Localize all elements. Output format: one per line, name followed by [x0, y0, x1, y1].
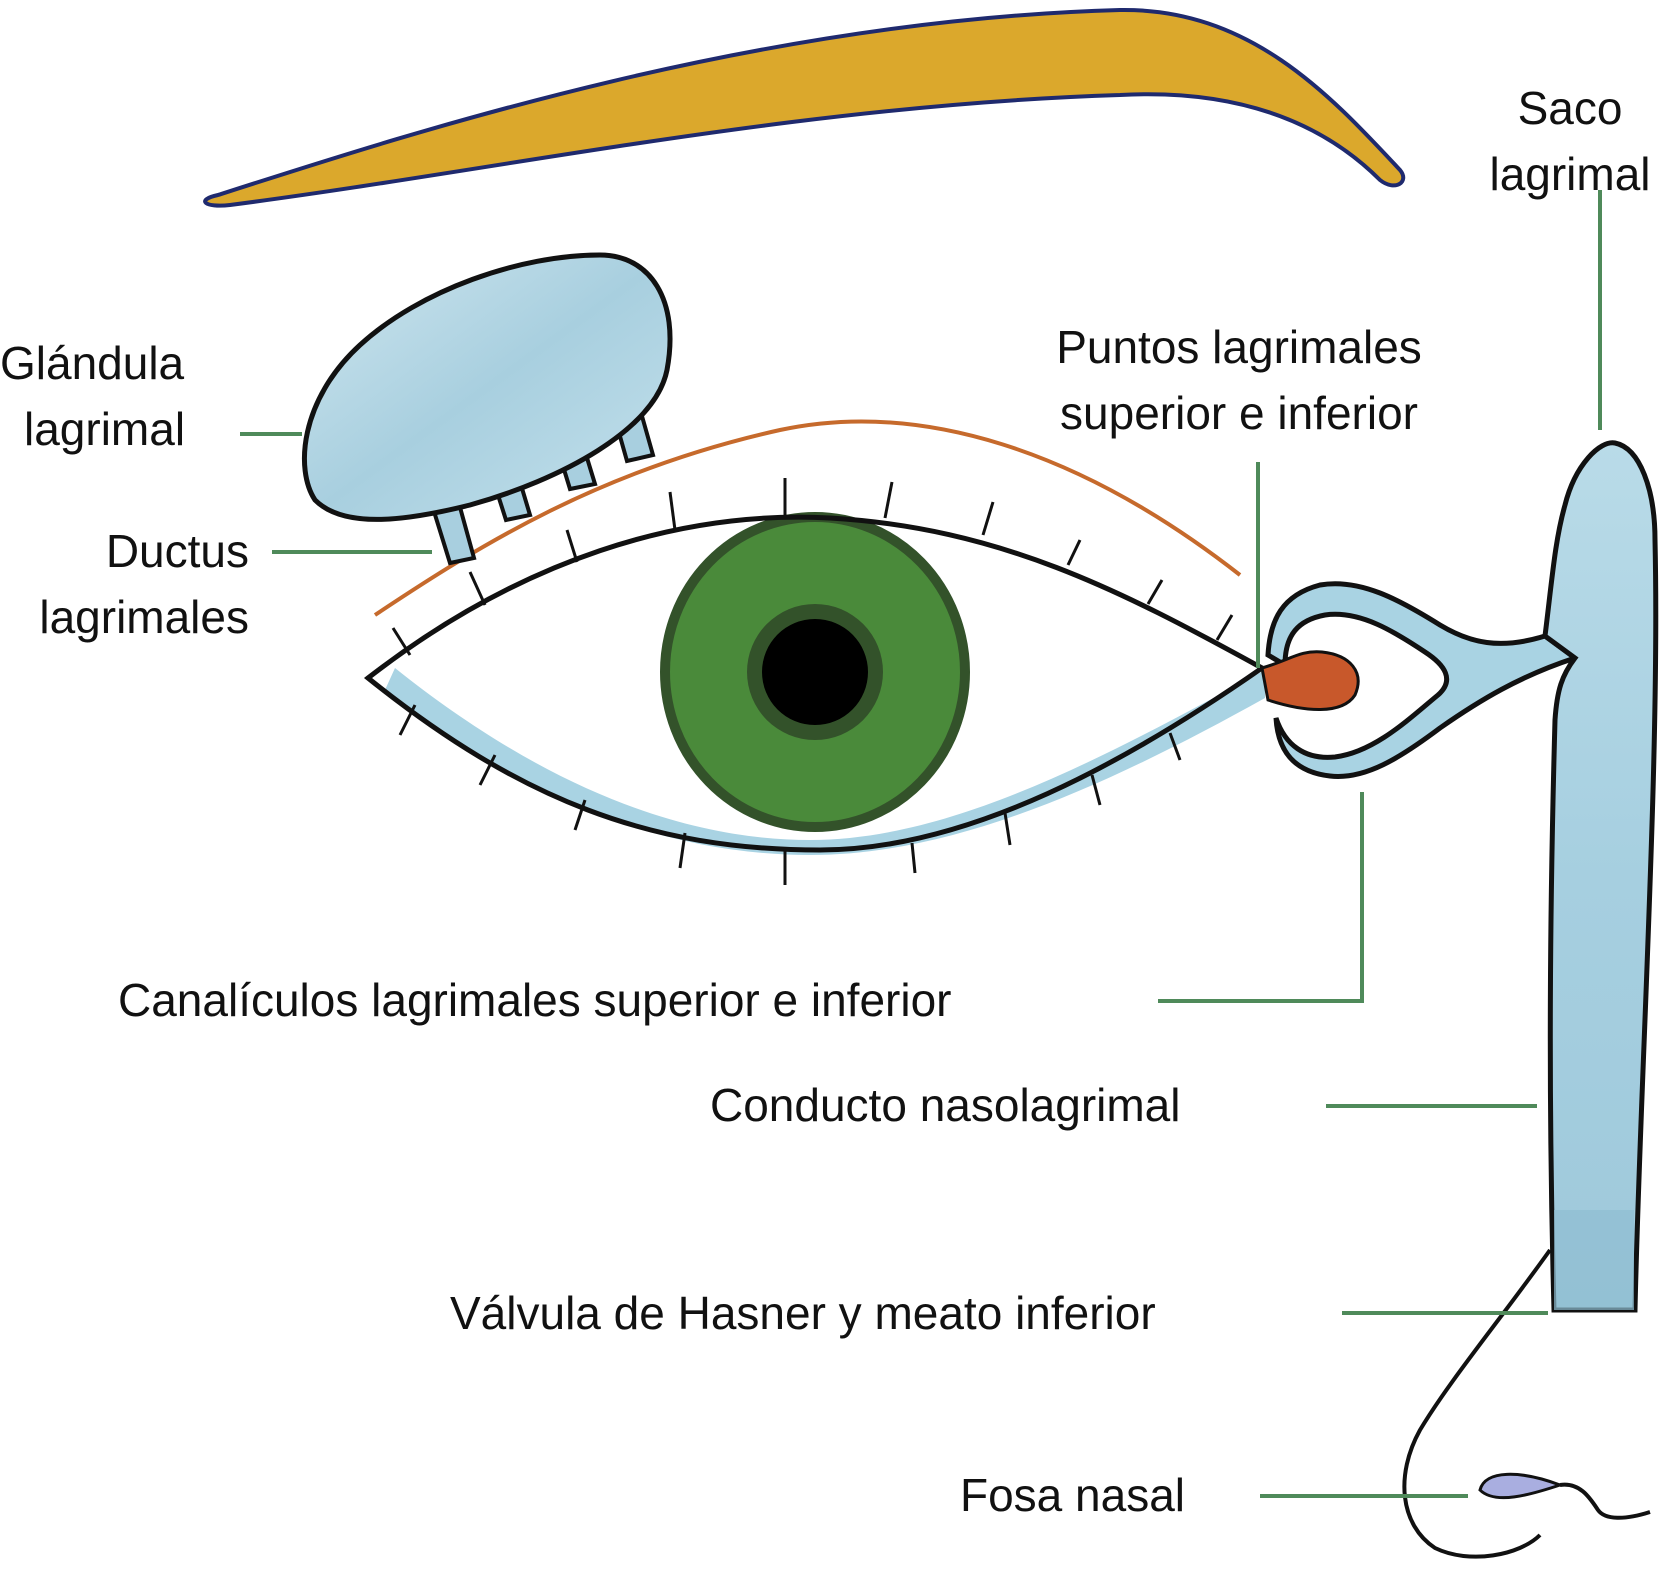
iris: [660, 512, 970, 832]
label-lacrimal-gland-line1: Glándula: [0, 337, 185, 389]
nose-outline: [1402, 1248, 1552, 1559]
upper-lid-crease: [373, 419, 1242, 617]
lacrimal-punctum: [1260, 650, 1360, 711]
lacrimal-canaliculi: [1265, 581, 1581, 779]
eyebrow: [203, 7, 1406, 208]
leader-lines: [240, 190, 1602, 1498]
label-lacrimal-gland: Glándula lagrimal: [0, 330, 185, 462]
upper-eyelashes: [391, 478, 1234, 656]
lower-lid-tear-band: [385, 668, 1265, 855]
label-lacrimal-puncta-line2: superior e inferior: [1060, 387, 1418, 439]
lacrimal-gland: [302, 252, 673, 522]
label-lacrimal-ducts-line2: lagrimales: [39, 591, 249, 643]
label-lacrimal-sac-line2: lagrimal: [1489, 148, 1651, 200]
label-lacrimal-gland-line2: lagrimal: [24, 403, 186, 455]
label-nasolacrimal-duct: Conducto nasolagrimal: [710, 1079, 1181, 1131]
label-hasner-valve: Válvula de Hasner y meato inferior: [450, 1287, 1156, 1339]
nose-wing: [1559, 1482, 1651, 1520]
label-nasal-fossa: Fosa nasal: [960, 1469, 1186, 1521]
label-canaliculi: Canalículos lagrimales superior e inferi…: [118, 974, 952, 1026]
label-lacrimal-puncta-line1: Puntos lagrimales: [1056, 321, 1422, 373]
nostril: [1478, 1472, 1565, 1500]
label-lacrimal-puncta: Puntos lagrimales superior e inferior: [1014, 314, 1464, 446]
label-lacrimal-ducts-line1: Ductus: [105, 525, 249, 577]
lower-eyelashes: [398, 704, 1182, 885]
label-lacrimal-ducts: Ductus lagrimales: [39, 518, 249, 650]
lacrimal-sac-and-nasolacrimal-duct: [1542, 440, 1659, 1313]
leader-canaliculi: [1158, 792, 1364, 1003]
hasner-valve-region: [1554, 1210, 1634, 1310]
label-lacrimal-sac-line1: Saco: [1517, 82, 1623, 134]
pupil: [762, 619, 868, 725]
label-lacrimal-sac: Saco lagrimal: [1470, 75, 1670, 207]
